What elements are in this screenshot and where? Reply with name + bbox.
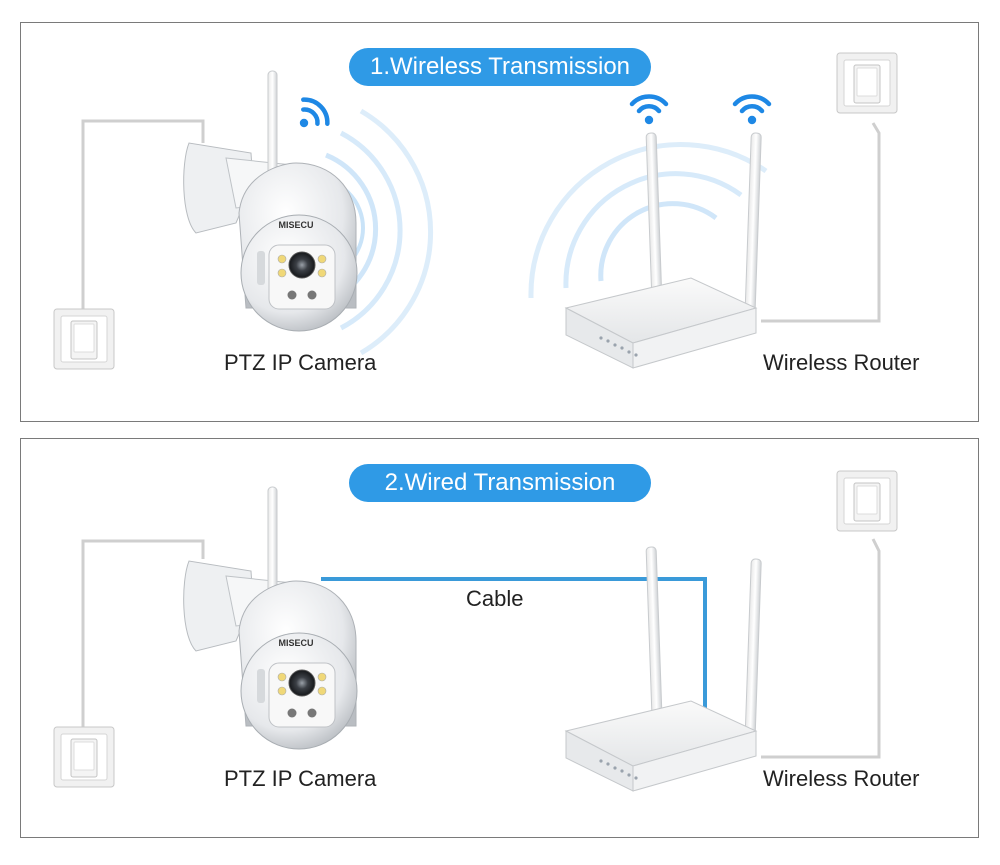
- wireless-router: [564, 132, 762, 369]
- router-label: Wireless Router: [763, 350, 920, 375]
- router-wifi-icon-left: [632, 96, 666, 124]
- ethernet-cable: [321, 577, 707, 717]
- camera-power-cord: [81, 119, 205, 311]
- router-label: Wireless Router: [763, 766, 920, 791]
- camera-power-outlet: [53, 308, 115, 370]
- wireless-router: [564, 546, 762, 792]
- wireless-diagram: MISECU: [53, 52, 898, 370]
- ptz-ip-camera: MISECU: [183, 70, 358, 332]
- router-power-cord: [761, 122, 881, 323]
- camera-label: PTZ IP Camera: [224, 350, 377, 375]
- camera-label: PTZ IP Camera: [224, 766, 377, 791]
- camera-brand-text: MISECU: [278, 638, 313, 648]
- ptz-ip-camera: MISECU: [183, 486, 358, 750]
- camera-wifi-icon: [289, 94, 333, 138]
- cable-label: Cable: [466, 586, 524, 611]
- wired-diagram: MISECU: [53, 470, 898, 792]
- wireless-transmission-title: 1.Wireless Transmission: [349, 48, 651, 86]
- wired-transmission-panel: MISECU 2.Wired Transmission: [20, 438, 979, 838]
- router-power-cord: [761, 538, 881, 759]
- wireless-transmission-panel: MISECU: [20, 22, 979, 422]
- router-wifi-icon-right: [735, 96, 769, 124]
- wired-transmission-title: 2.Wired Transmission: [349, 464, 651, 502]
- router-power-outlet: [836, 470, 898, 532]
- router-signal-waves: [528, 142, 768, 299]
- camera-power-outlet: [53, 726, 115, 788]
- camera-brand-text: MISECU: [278, 220, 313, 230]
- camera-power-cord: [81, 539, 205, 729]
- router-power-outlet: [836, 52, 898, 114]
